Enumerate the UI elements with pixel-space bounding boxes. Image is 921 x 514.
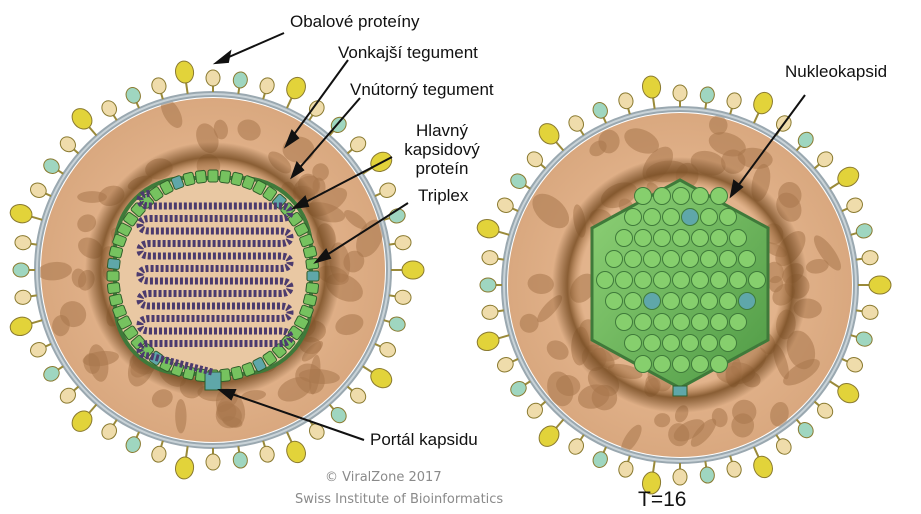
credit-copyright: © ViralZone 2017 — [325, 470, 442, 485]
capsid-cross-section — [107, 170, 319, 390]
label-portal: Portál kapsidu — [370, 430, 478, 449]
arrow-envelope — [222, 33, 284, 60]
virion-exterior-nucleocapsid — [475, 75, 891, 495]
nucleocapsid-portal — [673, 386, 687, 396]
virion-cross-section — [8, 60, 424, 480]
label-major-capsid-protein: Hlavný kapsidový proteín — [388, 121, 496, 178]
label-inner-tegument: Vnútorný tegument — [350, 80, 494, 99]
label-envelope-proteins: Obalové proteíny — [290, 12, 419, 31]
label-outer-tegument: Vonkajší tegument — [338, 43, 478, 62]
label-triplex: Triplex — [418, 186, 468, 205]
credit-institute: Swiss Institute of Bioinformatics — [295, 492, 503, 507]
capsid-portal — [205, 372, 221, 390]
triangulation-number: T=16 — [638, 488, 686, 512]
label-nucleocapsid: Nukleokapsid — [785, 62, 887, 81]
